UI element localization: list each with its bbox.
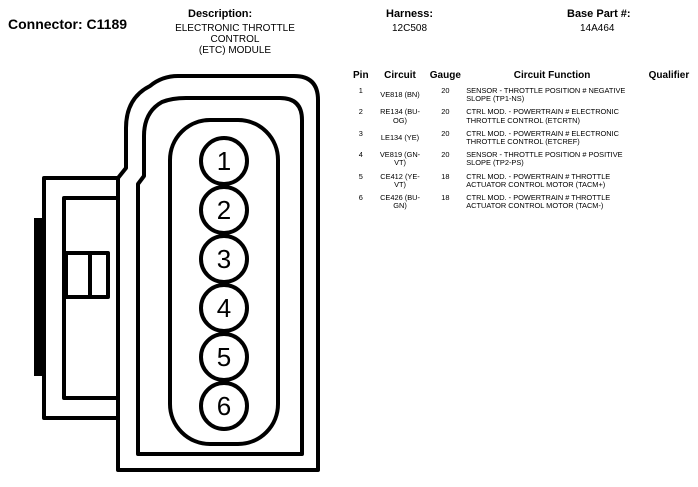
row-function: CTRL MOD. - POWERTRAIN # ELECTRONIC THRO…	[466, 107, 620, 125]
connector-outer-housing	[116, 74, 320, 472]
connector-diagram: 1 2 3 4 5 6	[34, 74, 320, 472]
pin-3-label: 3	[217, 244, 231, 274]
row-pin: 1	[358, 86, 363, 95]
harness-value: 12C508	[392, 23, 428, 34]
row-circuit: CE426 (BU-GN)	[380, 193, 420, 211]
harness-label: Harness:	[386, 8, 434, 20]
row-pin: 5	[358, 171, 363, 181]
row-qualifier	[640, 194, 698, 215]
col-circuit-header: Circuit	[384, 70, 416, 81]
row-gauge: 18	[441, 171, 450, 181]
table-row: 4 VE819 (GN-VT) 20 SENSOR - THROTTLE POS…	[348, 151, 698, 172]
table-row: 3 LE134 (YE) 20 CTRL MOD. - POWERTRAIN #…	[348, 128, 698, 151]
connector-inner-housing	[136, 96, 304, 456]
row-function: CTRL MOD. - POWERTRAIN # THROTTLE ACTUAT…	[466, 193, 611, 211]
description-line-1: ELECTRONIC THROTTLE CONTROL	[175, 23, 295, 45]
pin-cavity	[168, 118, 280, 446]
locking-tab-inner	[62, 196, 118, 400]
pin-2: 2	[199, 185, 249, 235]
table-row: 2 RE134 (BU-OG) 20 CTRL MOD. - POWERTRAI…	[348, 108, 698, 129]
row-gauge: 20	[441, 86, 450, 95]
row-pin: 2	[358, 107, 363, 117]
connector-title: Connector: C1189	[8, 16, 128, 32]
row-pin: 4	[358, 150, 363, 160]
locking-tab-outer	[42, 176, 118, 420]
row-function: CTRL MOD. - POWERTRAIN # THROTTLE ACTUAT…	[466, 171, 611, 189]
pin-1: 1	[199, 136, 249, 186]
col-pin-header: Pin	[353, 70, 369, 81]
pin-table: Pin Circuit Gauge Circuit Function Quali…	[348, 70, 698, 215]
row-circuit: VE819 (GN-VT)	[379, 150, 421, 168]
row-qualifier	[640, 151, 698, 172]
row-gauge: 20	[441, 128, 450, 138]
pin-5: 5	[199, 332, 249, 382]
locking-latch	[64, 251, 110, 299]
row-gauge: 20	[441, 150, 450, 160]
base-part-value: 14A464	[580, 23, 615, 34]
row-qualifier	[640, 173, 698, 194]
table-row: 5 CE412 (YE-VT) 18 CTRL MOD. - POWERTRAI…	[348, 171, 698, 194]
col-function-header: Circuit Function	[513, 70, 591, 81]
row-circuit: CE412 (YE-VT)	[380, 171, 420, 189]
row-qualifier	[640, 130, 698, 151]
col-gauge-header: Gauge	[429, 70, 461, 81]
row-pin: 3	[358, 128, 363, 138]
table-row: 1 VE818 (BN) 20 SENSOR - THROTTLE POSITI…	[348, 86, 698, 108]
row-gauge: 20	[441, 107, 450, 117]
pin-4: 4	[199, 283, 249, 333]
row-function: SENSOR - THROTTLE POSITION # POSITIVE SL…	[466, 150, 623, 168]
description-label: Description:	[188, 8, 253, 20]
description-value: ELECTRONIC THROTTLE CONTROL (ETC) MODULE	[150, 23, 320, 56]
pin-4-label: 4	[217, 293, 231, 323]
table-row: 6 CE426 (BU-GN) 18 CTRL MOD. - POWERTRAI…	[348, 193, 698, 215]
pin-1-label: 1	[217, 146, 231, 176]
row-circuit: VE818 (BN)	[380, 90, 420, 99]
col-qualifier-header: Qualifier	[648, 70, 690, 81]
base-part-label: Base Part #:	[567, 8, 631, 20]
row-function: SENSOR - THROTTLE POSITION # NEGATIVE SL…	[466, 86, 626, 104]
description-line-2: (ETC) MODULE	[198, 45, 272, 56]
pin-2-label: 2	[217, 195, 231, 225]
pin-3: 3	[199, 234, 249, 284]
pin-6: 6	[199, 381, 249, 431]
row-pin: 6	[358, 193, 363, 203]
latch-edge	[34, 218, 42, 376]
row-qualifier	[640, 87, 698, 108]
row-qualifier	[640, 108, 698, 129]
row-circuit: LE134 (YE)	[380, 132, 420, 142]
pin-table-header: Pin Circuit Gauge Circuit Function Quali…	[348, 70, 698, 87]
pin-6-label: 6	[217, 391, 231, 421]
row-gauge: 18	[441, 193, 450, 203]
pin-5-label: 5	[217, 342, 231, 372]
row-function: CTRL MOD. - POWERTRAIN # ELECTRONIC THRO…	[466, 128, 620, 147]
row-circuit: RE134 (BU-OG)	[380, 107, 420, 125]
